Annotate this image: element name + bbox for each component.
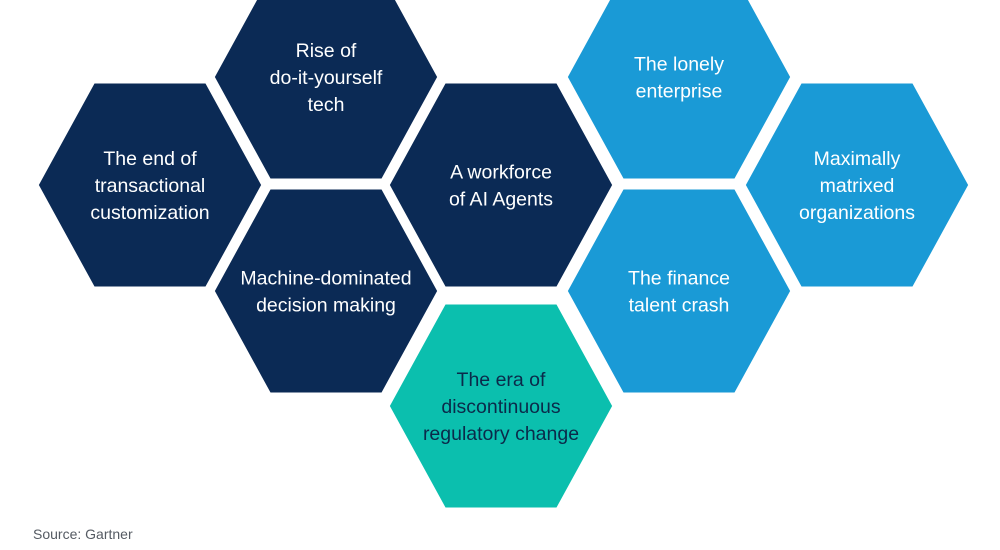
hexagon-label: A workforce of AI Agents [449, 162, 553, 211]
hexagon-rise-diy: Rise of do-it-yourself tech [209, 0, 443, 184]
hexagon-label-line: organizations [799, 202, 915, 224]
hexagon-label-line: A workforce [450, 162, 552, 184]
hexagon-end-transactional: The end of transactional customization [33, 78, 267, 292]
hexagon-shape [384, 78, 618, 292]
hexagon-label-line: tech [308, 94, 345, 116]
hexagon-label: Machine-dominated decision making [240, 268, 411, 317]
hexagon-shape [209, 184, 443, 398]
hexagon-shape [33, 78, 267, 292]
hexagon-label-line: discontinuous [441, 396, 560, 418]
hexagon-label-line: decision making [256, 295, 396, 317]
hexagon-matrixed-orgs: Maximally matrixed organizations [740, 78, 974, 292]
hexagon-label-line: regulatory change [423, 423, 579, 445]
hexagon-label-line: of AI Agents [449, 189, 553, 211]
hexagon-shape [562, 184, 796, 398]
hexagon-machine-decision: Machine-dominated decision making [209, 184, 443, 398]
hexagon-label: Maximally matrixed organizations [799, 148, 915, 224]
hexagon-label-line: The lonely [634, 54, 724, 76]
hexagon-label-line: matrixed [820, 175, 895, 197]
hexagon-label: The era of discontinuous regulatory change [423, 369, 579, 445]
hexagon-label-line: do-it-yourself [270, 67, 383, 89]
hexagon-label-line: talent crash [629, 295, 730, 317]
hexagon-shape [562, 0, 796, 184]
hexagon-label-line: customization [90, 202, 209, 224]
hexagon-label-line: The finance [628, 268, 730, 290]
hexagon-shape [209, 0, 443, 184]
hexagon-shape [384, 299, 618, 513]
hexagon-lonely-enterprise: The lonely enterprise [562, 0, 796, 184]
hexagon-label-line: enterprise [636, 81, 723, 103]
hexagon-shape [740, 78, 974, 292]
hexagon-label-line: Machine-dominated [240, 268, 411, 290]
hexagon-label: The finance talent crash [628, 268, 730, 317]
source-credit: Source: Gartner [33, 526, 133, 542]
hexagon-label: Rise of do-it-yourself tech [270, 40, 383, 116]
hexagon-ai-workforce: A workforce of AI Agents [384, 78, 618, 292]
hexagon-regulatory-change: The era of discontinuous regulatory change [384, 299, 618, 513]
hexagon-label-line: Maximally [814, 148, 901, 170]
hexagon-label-line: The end of [103, 148, 197, 170]
hexagon-label-line: The era of [457, 369, 546, 391]
hexagon-label-line: transactional [95, 175, 206, 197]
hexagon-label-line: Rise of [296, 40, 357, 62]
hexagon-label: The end of transactional customization [90, 148, 209, 224]
hexagon-label: The lonely enterprise [634, 54, 724, 103]
hexagon-finance-talent: The finance talent crash [562, 184, 796, 398]
